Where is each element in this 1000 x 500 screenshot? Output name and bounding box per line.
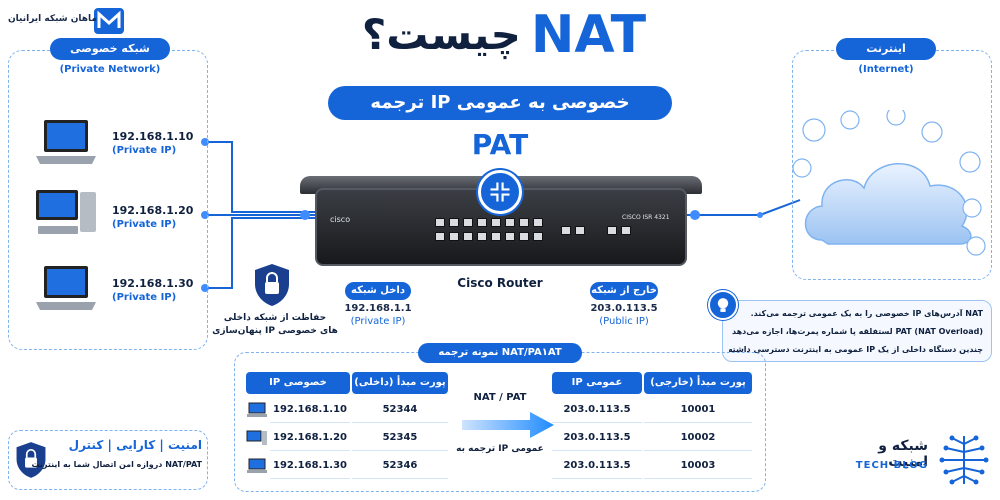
device-1-type: (Private IP) (112, 145, 177, 156)
footer-panel (8, 430, 208, 490)
shield-lock-icon (16, 442, 46, 478)
laptop-icon (36, 120, 96, 164)
table-row: 52345 (352, 425, 448, 451)
header-inside-port: پورت مبدأ (داخلی) (352, 372, 448, 394)
translation-label: NAT / PAT (473, 392, 527, 403)
circuit-brain-icon (939, 435, 989, 485)
page-title: چیست؟ NAT (318, 2, 690, 68)
laptop-icon (247, 458, 267, 473)
table-row: 203.0.113.5 (552, 453, 642, 479)
arrow-right-icon (462, 412, 554, 438)
table-row: 52344 (352, 397, 448, 423)
device-1-ip: 192.168.1.10 (112, 130, 194, 143)
table-row: 10003 (644, 453, 752, 479)
outside-ip-type: (Public IP) (599, 316, 649, 327)
title-nat: NAT (530, 5, 647, 65)
internet-subtitle: (Internet) (858, 64, 914, 75)
device-1-label: 192.168.1.10 (Private IP) (112, 130, 193, 158)
desktop-icon (36, 190, 96, 234)
outside-network-label: خارج از شبکه (590, 282, 658, 300)
laptop-icon (247, 402, 267, 417)
device-3-ip: 192.168.1.30 (112, 277, 194, 290)
header-private-ip: IP خصوصی (246, 372, 350, 394)
inside-ip-type: (Private IP) (350, 316, 406, 327)
footer-title: امنیت | کارایی | کنترل (68, 438, 202, 452)
info-line-3: چندین دستگاه داخلی از یک IP عمومی به این… (729, 345, 983, 354)
table-row: 203.0.113.5 (552, 397, 642, 423)
translation-caption: ترجمه به IP عمومی (456, 444, 544, 454)
desktop-icon (246, 430, 267, 445)
router-hub-icon (478, 170, 522, 214)
device-3-type: (Private IP) (112, 292, 177, 303)
info-line-2: PAT (NAT Overload) لستفلقه پا شماره پمرت… (732, 327, 983, 336)
inside-network-label: داخل شبکه (345, 282, 411, 300)
router-brand: cisco (330, 215, 351, 224)
table-row: 10002 (644, 425, 752, 451)
device-3-label: 192.168.1.30 (Private IP) (112, 277, 193, 305)
page-subtitle: ترجمه IP خصوصی به عمومی (328, 86, 672, 120)
security-note-line1: حفاظت از شبکه داخلی (223, 313, 327, 323)
brand-name: ماهان شبکه ایرانیان (8, 14, 97, 24)
laptop-icon (36, 266, 96, 310)
brand-logo-icon (94, 8, 124, 34)
outside-ip: 203.0.113.5 (Public IP) (576, 302, 672, 328)
shield-lock-icon (255, 264, 289, 306)
cloud-icon (792, 110, 986, 256)
private-network-subtitle: (Private Network) (59, 64, 161, 75)
security-note: حفاظت از شبکه داخلی پنهان‌سازی IP های خص… (210, 312, 340, 338)
pat-label: PAT (471, 128, 529, 161)
translation-table-title: نمونه ترجمه NAT/PA۱AT (418, 343, 582, 363)
internet-title: اینترنت (836, 38, 936, 60)
outside-ip-value: 203.0.113.5 (590, 303, 658, 314)
security-note-line2: پنهان‌سازی IP های خصوصی (212, 326, 338, 336)
info-panel: NAT آدرس‌های IP خصوصی را به یک عمومی ترج… (722, 300, 992, 362)
table-row: 192.168.1.10 (270, 397, 350, 423)
header-outside-port: پورت مبدأ (خارجی) (644, 372, 752, 394)
device-2-label: 192.168.1.20 (Private IP) (112, 204, 193, 232)
private-network-title: شبکه خصوصی (50, 38, 170, 60)
table-row: 192.168.1.30 (270, 453, 350, 479)
title-question: چیست؟ (361, 10, 521, 59)
router-label: Cisco Router (457, 276, 543, 290)
info-line-1: NAT آدرس‌های IP خصوصی را به یک عمومی ترج… (750, 309, 983, 318)
device-2-ip: 192.168.1.20 (112, 204, 194, 217)
table-row: 192.168.1.20 (270, 425, 350, 451)
footer-description: NAT/PAT دروازه امن اتصال شما به اینترنت (31, 460, 202, 469)
inside-ip-value: 192.168.1.1 (344, 303, 412, 314)
header-public-ip: IP عمومی (552, 372, 642, 394)
table-row: 52346 (352, 453, 448, 479)
inside-ip: 192.168.1.1 (Private IP) (330, 302, 426, 328)
blog-name-en: TECH BLOG (855, 460, 928, 471)
device-2-type: (Private IP) (112, 219, 177, 230)
blog-name-fa: شبکه و امنیت (878, 438, 928, 470)
lightbulb-icon (708, 290, 738, 320)
router-model: CISCO ISR 4321 (622, 214, 670, 221)
table-row: 203.0.113.5 (552, 425, 642, 451)
table-row: 10001 (644, 397, 752, 423)
